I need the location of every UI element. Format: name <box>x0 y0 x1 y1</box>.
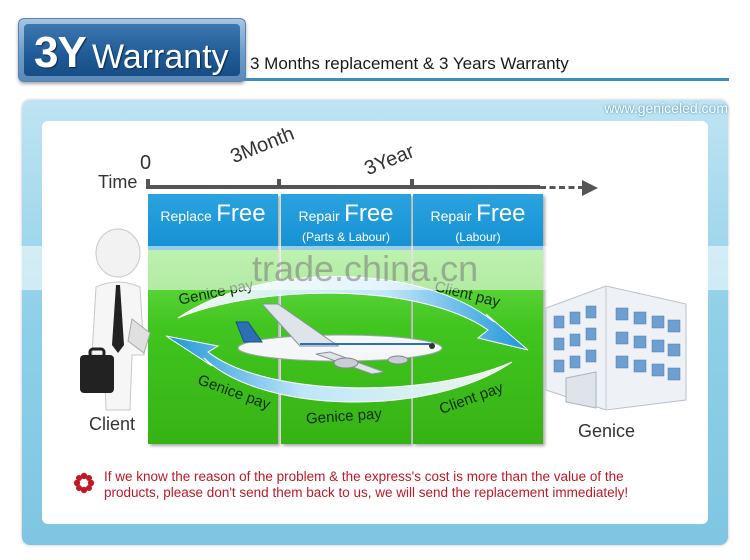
timeline-mark <box>146 179 150 189</box>
arrow-to-client <box>165 335 513 403</box>
column-free: Free <box>344 200 394 227</box>
timeline-axis <box>148 185 540 189</box>
column-word: Replace <box>160 208 212 224</box>
notice-text: If we know the reason of the problem & t… <box>104 469 628 501</box>
column-free: Free <box>476 200 526 227</box>
timeline-mark <box>410 179 414 189</box>
header-divider <box>244 78 729 81</box>
warranty-badge: 3Y Warranty <box>18 18 246 82</box>
column-header: Replace Free <box>148 194 278 250</box>
client-label: Client <box>89 414 136 434</box>
column-word: Repair <box>430 208 472 224</box>
column-header: Repair Free (Parts & Labour) <box>281 194 411 250</box>
timeline-mark <box>277 179 281 189</box>
timeline-label: Time <box>98 172 138 192</box>
arrow-right-icon <box>582 180 598 196</box>
website-label: www.geniceled.com <box>604 100 728 116</box>
badge-years: 3Y <box>34 28 87 77</box>
column-subtitle: (Parts & Labour) <box>301 230 391 244</box>
notice-line-1: If we know the reason of the problem & t… <box>104 469 624 484</box>
notice-line-2: products, please don't send them back to… <box>104 485 629 500</box>
column-word: Repair <box>298 208 340 224</box>
client-figure-icon <box>80 228 151 411</box>
column-subtitle: (Labour) <box>455 230 501 244</box>
badge-inner: 3Y Warranty <box>24 24 240 77</box>
flower-icon <box>73 472 95 494</box>
column-header: Repair Free (Labour) <box>413 194 543 250</box>
column-free: Free <box>216 200 266 227</box>
page-title: 3 Months replacement & 3 Years Warranty <box>250 54 569 73</box>
building-icon <box>545 285 687 411</box>
timeline-dashed-extension <box>540 186 584 189</box>
genice-label: Genice <box>578 421 636 441</box>
badge-word: Warranty <box>92 38 229 76</box>
tick-0: 0 <box>140 152 152 174</box>
watermark-text: trade.china.cn <box>252 248 479 289</box>
airplane-icon <box>235 303 443 375</box>
